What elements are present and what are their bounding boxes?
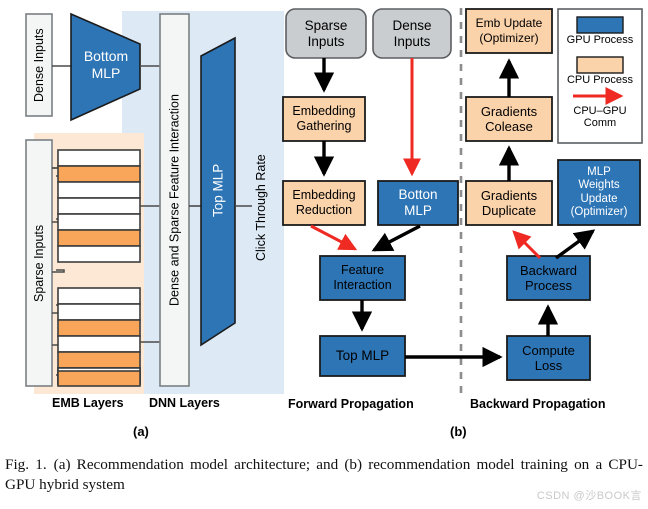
backward-propagation-label: Backward Propagation xyxy=(470,397,606,411)
feature-interaction-box-a xyxy=(159,13,190,387)
arrow-botton-mlp-to-interaction xyxy=(371,224,421,252)
node-dense-inputs xyxy=(372,8,452,59)
arrow-backward-to-mlp-weights-update xyxy=(554,229,596,260)
node-botton-mlp xyxy=(377,180,459,226)
legend-cpu-swatch xyxy=(576,56,624,74)
figure-caption: Fig. 1.(a) Recommendation model architec… xyxy=(5,455,643,495)
emb-layers-label: EMB Layers xyxy=(52,396,124,410)
forward-propagation-label: Forward Propagation xyxy=(288,397,414,411)
bottom-mlp-shape xyxy=(70,12,141,122)
legend-comm-label: CPU–GPU Comm xyxy=(573,105,627,129)
top-mlp-shape xyxy=(200,36,236,347)
node-embedding-reduction xyxy=(282,180,366,226)
node-gradients-colease xyxy=(465,96,553,142)
panel-a-letter: (a) xyxy=(133,424,149,439)
figure-caption-lead: Fig. 1. xyxy=(5,456,47,473)
node-sparse-inputs xyxy=(285,8,367,59)
panel-b-letter: (b) xyxy=(450,424,467,439)
watermark: CSDN @沙BOOK言 xyxy=(536,490,642,502)
legend-gpu-swatch xyxy=(576,16,624,34)
node-gradients-duplicate xyxy=(465,180,553,226)
sparse-inputs-box-a xyxy=(25,139,53,387)
node-backward-process xyxy=(506,255,591,301)
node-feature-interaction xyxy=(319,255,406,301)
figure-caption-text: (a) Recommendation model architecture; a… xyxy=(5,456,643,493)
node-mlp-weights-update xyxy=(557,159,641,226)
arrow-reduction-to-interaction xyxy=(310,224,358,251)
node-emb-update xyxy=(465,8,553,54)
sparse-conn-3 xyxy=(52,269,65,273)
dnn-layers-label: DNN Layers xyxy=(149,396,220,410)
embedding-table-1 xyxy=(57,149,141,263)
node-compute-loss xyxy=(506,335,591,381)
legend-gpu-label: GPU Process xyxy=(566,34,634,46)
arrow-backward-to-gradients-duplicate xyxy=(512,230,542,260)
dense-inputs-box-a xyxy=(25,13,53,117)
node-embedding-gathering xyxy=(282,96,366,142)
legend-cpu-label: CPU Process xyxy=(566,74,634,86)
node-top-mlp xyxy=(319,335,406,377)
